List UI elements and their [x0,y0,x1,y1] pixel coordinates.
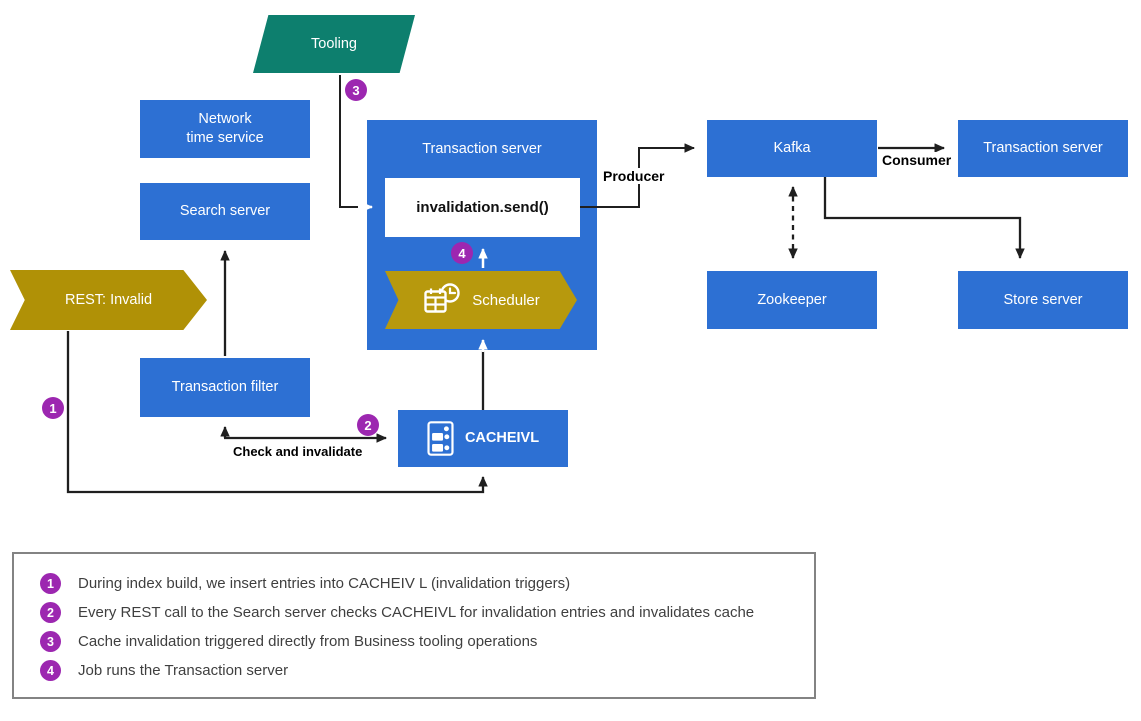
node-cacheivl: CACHEIVL [398,410,568,467]
node-zookeeper-label: Zookeeper [757,291,827,308]
node-transaction-filter: Transaction filter [140,358,310,417]
node-transaction-server-right: Transaction server [958,120,1128,177]
legend-text-4: Job runs the Transaction server [78,662,289,679]
legend-item-3: 3 Cache invalidation triggered directly … [40,631,814,652]
data-store-icon [427,420,454,457]
node-kafka-label: Kafka [773,140,811,157]
edge-label-producer: Producer [601,168,667,184]
node-search-server-label: Search server [179,203,271,220]
node-network-time-service: Network time service [140,100,310,158]
node-kafka: Kafka [707,120,877,177]
node-store-server: Store server [958,271,1128,329]
node-scheduler-label: Scheduler [472,291,540,309]
step-badge-2: 2 [357,414,379,436]
step-badge-4: 4 [451,242,473,264]
edge-kafka-to-store-server [823,177,1025,259]
legend-text-3: Cache invalidation triggered directly fr… [78,633,538,650]
node-transaction-server-main-label: Transaction server [422,141,542,157]
edge-label-consumer: Consumer [880,152,954,168]
legend-item-4: 4 Job runs the Transaction server [40,660,814,681]
legend-badge-4: 4 [40,660,61,681]
edge-label-check-and-invalidate: Check and invalidate [231,444,365,459]
node-network-time-service-label: Network time service [186,111,264,146]
node-rest-invalid: REST: Invalid [10,270,207,330]
legend-badge-3: 3 [40,631,61,652]
legend-item-1: 1 During index build, we insert entries … [40,573,814,594]
legend-text-1: During index build, we insert entries in… [78,575,571,592]
legend-badge-1: 1 [40,573,61,594]
legend-item-2: 2 Every REST call to the Search server c… [40,602,814,623]
node-invalidation-send-label: invalidation.send() [416,199,549,216]
node-transaction-server-main: Transaction server invalidation.send() S… [367,120,597,350]
node-tooling: Tooling [253,15,415,73]
legend-badge-2: 2 [40,602,61,623]
legend-box: 1 During index build, we insert entries … [12,552,816,699]
node-store-server-label: Store server [1003,291,1083,308]
node-search-server: Search server [140,183,310,240]
node-scheduler: Scheduler [385,271,577,329]
step-badge-1: 1 [42,397,64,419]
node-invalidation-send: invalidation.send() [385,178,580,237]
legend-text-2: Every REST call to the Search server che… [78,604,755,621]
node-zookeeper: Zookeeper [707,271,877,329]
node-transaction-filter-label: Transaction filter [171,379,279,396]
calendar-clock-icon [422,282,462,318]
node-rest-invalid-label: REST: Invalid [64,291,153,308]
node-transaction-server-right-label: Transaction server [983,140,1103,157]
node-tooling-label: Tooling [311,35,357,52]
step-badge-3: 3 [345,79,367,101]
node-cacheivl-label: CACHEIVL [464,430,540,447]
